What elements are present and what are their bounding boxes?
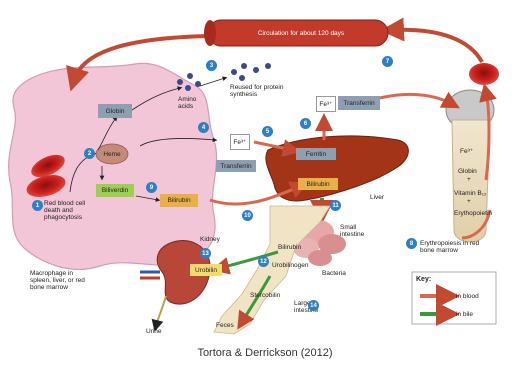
urobilin-box: Urobilin	[190, 264, 222, 276]
small-intestine-label: Small intestine	[340, 224, 376, 238]
step-marker: 4	[198, 122, 209, 133]
ferritin-box: Ferritin	[296, 148, 336, 160]
step-marker: 1	[32, 200, 43, 211]
circulation-text: Circulation for about 120 days	[246, 22, 356, 44]
step-marker: 11	[330, 200, 341, 211]
rbc-death-label: Red blood cell death and phagocytosis	[44, 200, 94, 221]
biliverdin-box: Biliverdin	[96, 184, 134, 197]
transferrin-box-a: Transferrin	[216, 160, 256, 172]
globin-box: Globin	[98, 104, 132, 118]
step-marker: 2	[84, 148, 95, 159]
step-marker: 6	[300, 118, 311, 129]
macrophage-label: Macrophage in spleen, liver, or red bone…	[30, 270, 92, 291]
marrow-fe-label: Fe³⁺	[460, 148, 473, 155]
step-marker: 3	[206, 60, 217, 71]
step-marker: 14	[308, 300, 319, 311]
marrow-plus-1: +	[467, 176, 471, 183]
key-blood-label: in blood	[456, 293, 479, 300]
reused-label: Reused for protein synthesis	[230, 84, 290, 98]
step-marker: 7	[382, 56, 393, 67]
red-blood-cell	[469, 63, 499, 85]
step-marker: 12	[258, 256, 269, 267]
amino-acids-label: Amino acids	[178, 96, 204, 110]
marrow-b12-label: Vitamin B₁₂	[454, 190, 486, 197]
marrow-globin-label: Globin	[458, 168, 477, 175]
bacteria-label: Bacteria	[322, 270, 346, 277]
transferrin-box-b: Transferrin	[338, 96, 380, 110]
step-marker: 8	[406, 238, 417, 249]
urobilinogen-label: Urobilinogen	[272, 262, 309, 269]
liver-label: Liver	[370, 194, 384, 201]
bilirubin-liver-box: Bilirubin	[298, 178, 338, 190]
bilirubin-gut-label: Bilirubin	[278, 244, 301, 251]
kidney-label: Kidney	[200, 236, 220, 243]
large-intestine	[214, 206, 330, 334]
erythropoiesis-label: Erythropoiesis in red bone marrow	[420, 240, 484, 254]
step-marker: 10	[242, 210, 253, 221]
urine-label: Urine	[146, 328, 162, 335]
key-title: Key:	[416, 276, 431, 283]
stercobilin-label: Stercobilin	[250, 292, 280, 299]
marrow-plus-2: +	[467, 198, 471, 205]
bilirubin-blood-box: Bilirubin	[160, 194, 198, 207]
fe3-box-b: Fe³⁺	[316, 96, 336, 112]
step-marker: 13	[200, 248, 211, 259]
fe3-box-a: Fe³⁺	[230, 134, 250, 150]
feces-label: Feces	[216, 322, 234, 329]
heme-label: Heme	[96, 148, 128, 160]
source-credit: Tortora & Derrickson (2012)	[0, 347, 530, 359]
step-marker: 9	[146, 182, 157, 193]
key-bile-label: in bile	[456, 311, 473, 318]
marrow-epo-label: Erythopoietin	[454, 210, 492, 217]
step-marker: 5	[262, 126, 273, 137]
